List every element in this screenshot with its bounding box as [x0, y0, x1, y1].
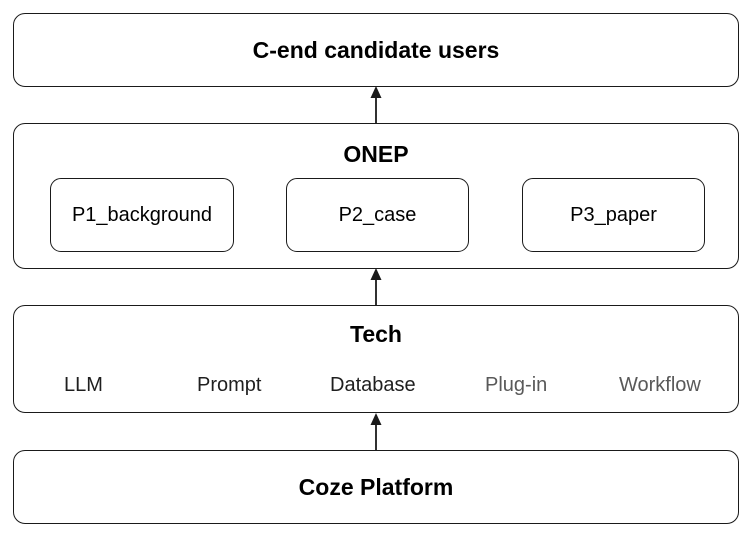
arrow-platform-to-tech: [370, 413, 382, 450]
tech-item-plug-in: Plug-in: [485, 374, 548, 396]
tech-item-llm: LLM: [64, 374, 103, 396]
tech-layer-title: Tech: [350, 321, 402, 347]
tech-layer-box: Tech LLM Prompt Database Plug-in Workflo…: [13, 305, 739, 413]
module-p2-case: P2_case: [286, 178, 469, 252]
module-p3-paper: P3_paper: [522, 178, 705, 252]
onep-layer-title: ONEP: [343, 141, 409, 167]
onep-layer-box: ONEP P1_background P2_case P3_paper: [13, 123, 739, 269]
arrow-onep-to-users: [370, 86, 382, 123]
platform-layer-title: Coze Platform: [298, 474, 454, 500]
users-layer-box: C-end candidate users: [13, 13, 739, 87]
tech-item-workflow: Workflow: [619, 374, 701, 396]
module-p1-background: P1_background: [50, 178, 234, 252]
arrow-tech-to-onep: [370, 268, 382, 305]
tech-item-database: Database: [330, 374, 416, 396]
users-layer-title: C-end candidate users: [252, 37, 500, 63]
tech-item-prompt: Prompt: [197, 374, 262, 396]
platform-layer-box: Coze Platform: [13, 450, 739, 524]
